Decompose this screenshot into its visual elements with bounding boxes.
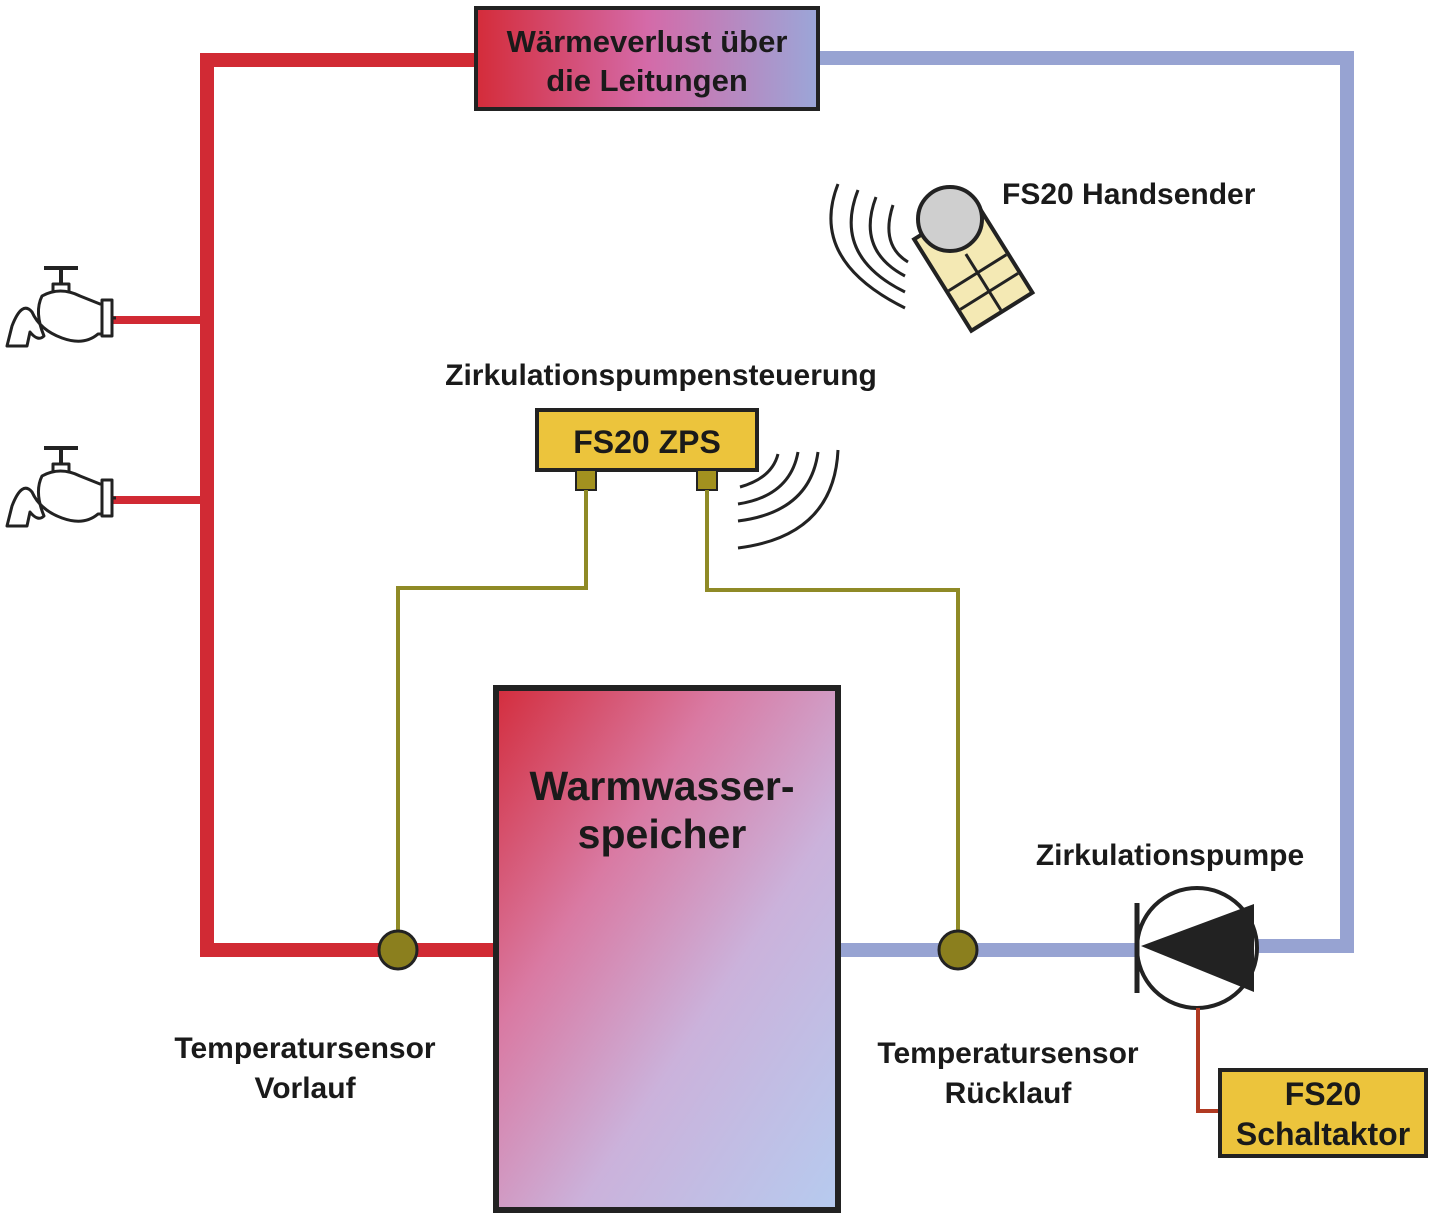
remote-label: FS20 Handsender xyxy=(1002,178,1256,211)
actuator-wire xyxy=(1196,1008,1220,1113)
heat-loss-box: Wärmeverlust über die Leitungen xyxy=(474,6,820,111)
sensor-return-dot xyxy=(937,929,979,971)
remote-control-icon xyxy=(911,185,1036,334)
wireless-signal-icon xyxy=(737,449,840,550)
wireless-signal-icon xyxy=(829,183,909,310)
tank-label-line2: speicher xyxy=(578,811,747,857)
controller-terminal-left xyxy=(575,469,597,491)
sensor-wiring xyxy=(396,490,960,934)
controller-box-label: FS20 ZPS xyxy=(573,424,721,460)
actuator-label-line2: Schaltaktor xyxy=(1236,1116,1410,1152)
cold-return-pipe xyxy=(818,51,1354,957)
tank-label-line1: Warmwasser- xyxy=(529,763,794,809)
heat-loss-label-line1: Wärmeverlust über xyxy=(507,24,788,59)
faucet-icon xyxy=(5,266,116,348)
switch-actuator-module: FS20 Schaltaktor xyxy=(1218,1068,1428,1158)
faucet-icon xyxy=(5,446,116,528)
controller-terminal-right xyxy=(696,469,718,491)
sensor-supply-dot xyxy=(377,929,419,971)
actuator-label-line1: FS20 xyxy=(1285,1076,1361,1112)
heat-loss-label-line2: die Leitungen xyxy=(546,63,748,98)
sensor-supply-label-line1: Temperatursensor xyxy=(174,1032,436,1065)
controller-title: Zirkulationspumpensteuerung xyxy=(445,359,877,392)
hot-water-pipe xyxy=(112,53,498,957)
sensor-supply-label-line2: Vorlauf xyxy=(254,1072,356,1105)
controller-module: FS20 ZPS xyxy=(535,408,759,491)
pump-symbol-icon xyxy=(1134,886,1259,1010)
sensor-return-label-line1: Temperatursensor xyxy=(877,1037,1139,1070)
pump-title: Zirkulationspumpe xyxy=(1036,839,1304,872)
hot-water-tank: Warmwasser- speicher xyxy=(493,685,841,1213)
sensor-return-label-line2: Rücklauf xyxy=(945,1077,1073,1110)
